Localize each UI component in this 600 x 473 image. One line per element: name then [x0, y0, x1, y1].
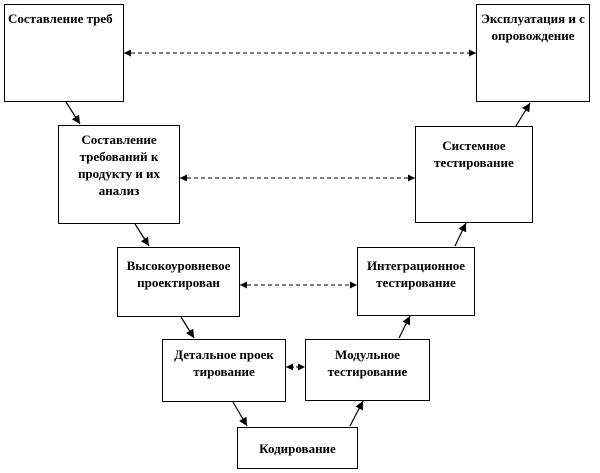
arrow-system-testing-to-operation	[515, 102, 531, 127]
node-detailed-design: Детальное проектирование	[162, 339, 286, 402]
arrow-product-requirements-to-high-level-design	[134, 223, 150, 247]
arrow-detailed-design-to-coding	[232, 401, 248, 427]
node-module-testing-label: Модульное тестирование	[327, 347, 408, 379]
node-requirements: Составление треб	[4, 4, 124, 102]
node-integration-testing: Интеграционное тестирование	[357, 247, 475, 316]
node-system-testing-label: Системное тестирование	[434, 138, 514, 170]
arrow-integration-testing-to-system-testing	[454, 222, 467, 247]
node-high-level-design-label: Высокоуровневое проектирован	[126, 258, 231, 290]
node-coding-label: Кодирование	[259, 440, 336, 456]
node-module-testing: Модульное тестирование	[305, 339, 430, 401]
arrow-high-level-design-to-detailed-design	[180, 316, 195, 339]
node-system-testing: Системное тестирование	[415, 126, 533, 223]
node-detailed-design-label: Детальное проектирование	[174, 347, 274, 379]
node-high-level-design: Высокоуровневое проектирован	[117, 247, 240, 317]
arrow-requirements-to-product-requirements	[65, 101, 81, 125]
node-coding: Кодирование	[237, 427, 358, 469]
arrow-coding-to-module-testing	[349, 400, 364, 427]
node-operation-label: Эксплуатация и сопровождение	[481, 11, 585, 43]
arrow-module-testing-to-integration-testing	[398, 315, 411, 339]
node-operation: Эксплуатация и сопровождение	[476, 4, 590, 102]
node-product-requirements: Составление требований к продукту и их а…	[58, 125, 180, 224]
node-integration-testing-label: Интеграционное тестирование	[366, 258, 466, 290]
node-requirements-label: Составление треб	[8, 11, 113, 26]
node-product-requirements-label: Составление требований к продукту и их а…	[77, 132, 161, 198]
